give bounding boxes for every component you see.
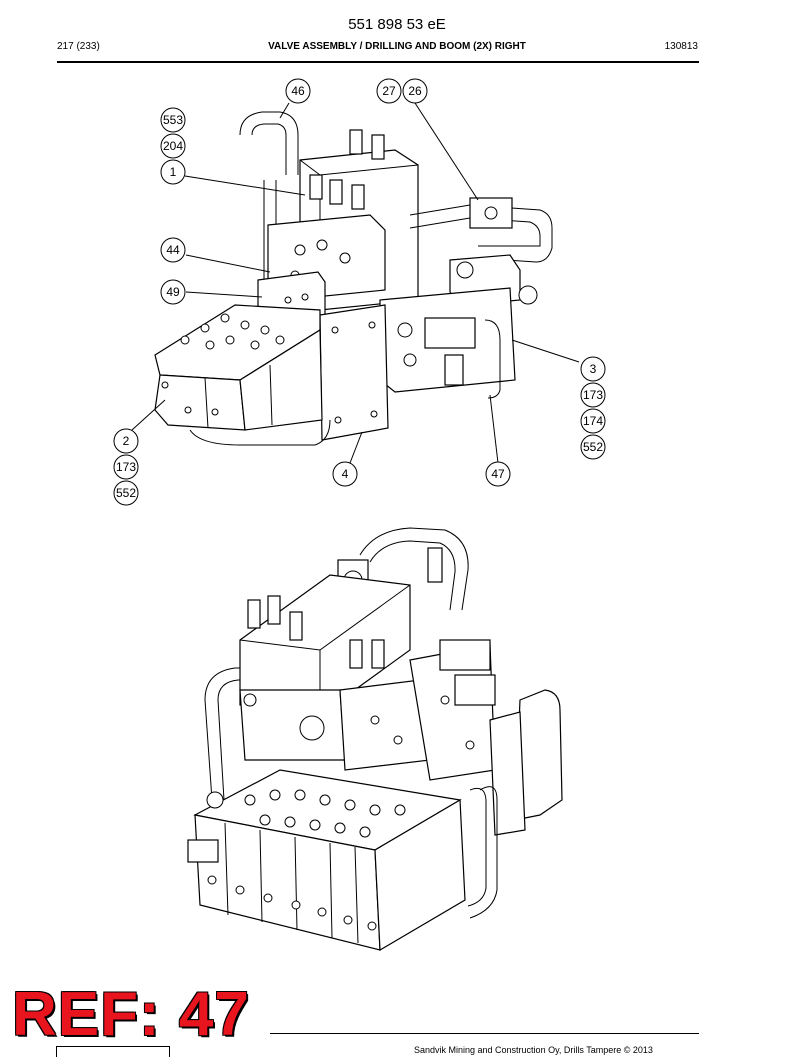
upper-valve-assembly-illustration [154, 111, 553, 446]
callout-label: 1 [170, 165, 177, 179]
company-logo [56, 1046, 170, 1057]
callout-3: 3 [580, 356, 606, 382]
callout-173-right: 173 [580, 382, 606, 408]
callout-49: 49 [160, 279, 186, 305]
header-rule [57, 61, 699, 63]
callout-label: 173 [583, 388, 603, 402]
callout-label: 46 [291, 84, 305, 98]
callout-label: 27 [382, 84, 396, 98]
callout-label: 47 [491, 467, 505, 481]
callout-label: 26 [408, 84, 422, 98]
callout-204: 204 [160, 133, 186, 159]
callout-label: 4 [342, 467, 349, 481]
callout-27: 27 [376, 78, 402, 104]
leader-lines [131, 102, 580, 464]
callout-label: 2 [123, 434, 130, 448]
callout-1: 1 [160, 159, 186, 185]
callout-label: 49 [166, 285, 180, 299]
callout-26: 26 [402, 78, 428, 104]
callout-46: 46 [285, 78, 311, 104]
callout-label: 44 [166, 243, 180, 257]
callout-label: 3 [590, 362, 597, 376]
callout-553: 553 [160, 107, 186, 133]
callout-label: 204 [163, 139, 183, 153]
callout-label: 552 [583, 440, 603, 454]
callout-label: 553 [163, 113, 183, 127]
callout-173-left: 173 [113, 454, 139, 480]
callout-552-right: 552 [580, 434, 606, 460]
callout-label: 552 [116, 486, 136, 500]
callout-552-left: 552 [113, 480, 139, 506]
callout-2: 2 [113, 428, 139, 454]
callout-47: 47 [485, 461, 511, 487]
reference-stamp: REF: 47 [12, 980, 250, 1049]
page-number: 217 (233) [57, 41, 100, 52]
lower-valve-assembly-illustration [187, 527, 563, 952]
callout-44: 44 [160, 237, 186, 263]
callout-4: 4 [332, 461, 358, 487]
callout-label: 174 [583, 414, 603, 428]
footer-copyright: Sandvik Mining and Construction Oy, Dril… [414, 1045, 653, 1055]
date-code: 130813 [664, 41, 698, 52]
callout-label: 173 [116, 460, 136, 474]
document-number: 551 898 53 eE [348, 16, 446, 33]
page-title: VALVE ASSEMBLY / DRILLING AND BOOM (2X) … [268, 41, 526, 52]
footer-rule [270, 1033, 699, 1034]
callout-174: 174 [580, 408, 606, 434]
